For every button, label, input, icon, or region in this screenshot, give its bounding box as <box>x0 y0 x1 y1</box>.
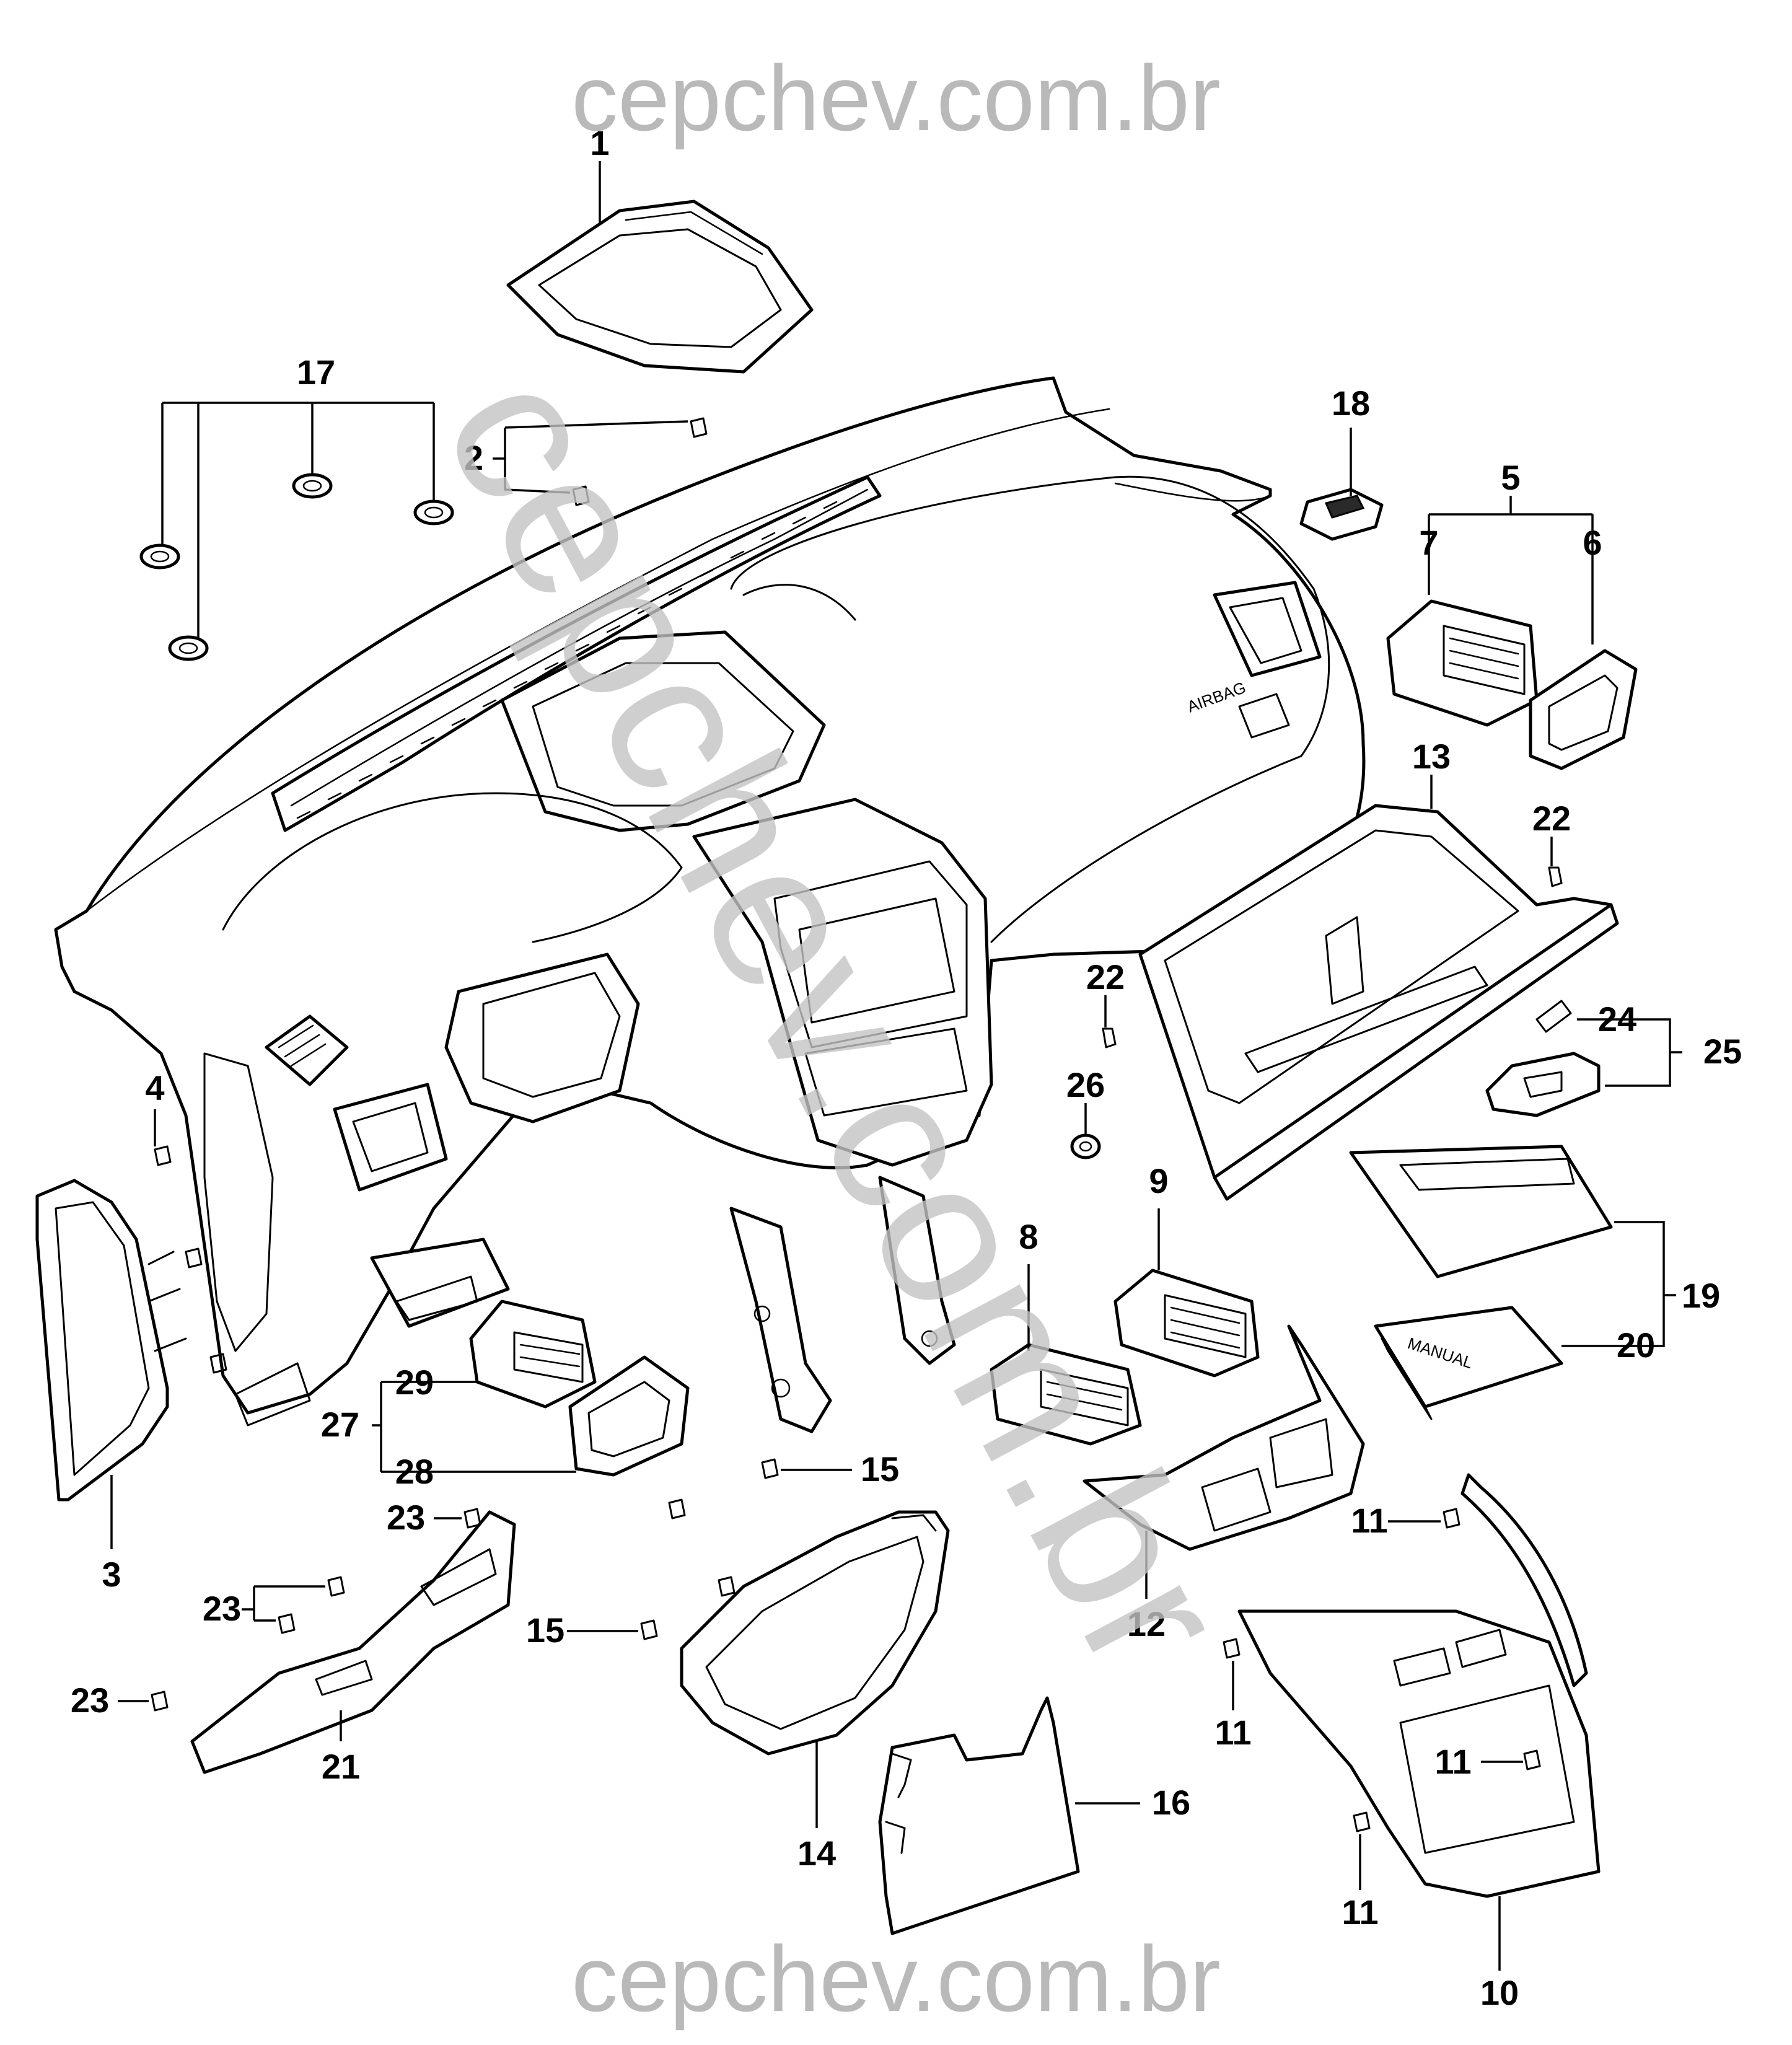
callout-2: 2 <box>464 420 688 494</box>
callout-17: 17 <box>161 353 435 638</box>
callout-18-label: 18 <box>1332 384 1370 423</box>
part-22-screws <box>1102 866 1563 1049</box>
watermark-bottom: cepchev.com.br <box>571 1927 1221 2031</box>
callout-5-label: 5 <box>1501 458 1520 497</box>
callout-27-label: 27 <box>321 1405 359 1444</box>
callout-14: 14 <box>797 1741 836 1873</box>
callout-11c: 11 <box>1434 1742 1523 1781</box>
callout-11d-label: 11 <box>1342 1893 1378 1932</box>
callout-9: 9 <box>1149 1161 1169 1270</box>
callout-26-label: 26 <box>1066 1065 1105 1104</box>
part-main-instrument-panel: AIRBAG <box>54 376 1366 1433</box>
callout-12: 12 <box>1127 1531 1166 1643</box>
watermark-top: cepchev.com.br <box>571 46 1221 150</box>
part-3-end-cap <box>35 1179 187 1502</box>
callout-10-label: 10 <box>1480 1973 1519 2012</box>
callout-22a-label: 22 <box>1532 799 1571 838</box>
part-29-air-vent <box>469 1300 597 1409</box>
part-14-column-trim <box>680 1510 950 1756</box>
part-16-lower-trim <box>878 1696 1080 1935</box>
part-1-defroster-bezel <box>506 200 814 374</box>
callout-26: 26 <box>1066 1065 1105 1134</box>
callout-2-label: 2 <box>464 438 483 477</box>
callout-1: 1 <box>590 123 610 223</box>
callout-27: 27 29 28 <box>321 1363 576 1491</box>
callout-9-label: 9 <box>1149 1161 1168 1200</box>
part-11-clips <box>1223 1508 1541 1832</box>
callout-21-label: 21 <box>322 1747 360 1786</box>
callout-8-label: 8 <box>1019 1217 1038 1256</box>
part-2-clips <box>572 417 708 506</box>
part-12-center-vent-bezel <box>1083 1324 1365 1551</box>
part-21-knee-bolster <box>190 1510 516 1774</box>
callout-13-label: 13 <box>1412 737 1451 776</box>
callout-14-label: 14 <box>797 1834 836 1873</box>
callout-15b: 15 <box>526 1611 638 1650</box>
callout-1-label: 1 <box>590 123 609 162</box>
callout-11c-label: 11 <box>1434 1742 1471 1781</box>
callout-11d: 11 <box>1342 1834 1379 1932</box>
callout-28-label: 28 <box>395 1452 434 1491</box>
callout-23b-label: 23 <box>203 1589 241 1628</box>
callout-11b-label: 11 <box>1214 1713 1251 1752</box>
callout-21: 21 <box>322 1710 360 1786</box>
part-19-envelope <box>1349 1145 1613 1278</box>
callout-11b: 11 <box>1214 1661 1252 1752</box>
callout-4: 4 <box>145 1068 165 1146</box>
callout-22a: 22 <box>1532 799 1571 866</box>
part-9-air-vent <box>1113 1269 1260 1378</box>
part-6-vent-bezel <box>1529 649 1638 770</box>
part-7-air-vent <box>1386 599 1539 727</box>
callout-3-label: 3 <box>102 1555 121 1594</box>
callout-22b-label: 22 <box>1086 957 1125 996</box>
callout-15a-label: 15 <box>861 1449 899 1489</box>
callout-10: 10 <box>1480 1896 1519 2012</box>
callout-29-label: 29 <box>395 1363 434 1402</box>
callout-11a: 11 <box>1351 1501 1441 1540</box>
part-18-switch <box>1299 488 1384 541</box>
callout-12-label: 12 <box>1127 1604 1166 1643</box>
callout-13: 13 <box>1412 737 1451 809</box>
callout-18: 18 <box>1332 384 1370 496</box>
part-13-glove-box <box>1138 804 1619 1201</box>
callout-4-label: 4 <box>145 1068 164 1107</box>
callout-22b: 22 <box>1086 957 1125 1027</box>
callout-24-label: 24 <box>1598 1000 1636 1039</box>
callout-7-label: 7 <box>1419 523 1438 562</box>
part-26-fastener <box>1070 1133 1101 1159</box>
callout-8: 8 <box>1019 1217 1039 1351</box>
part-20-manual: MANUAL <box>1374 1306 1563 1420</box>
part-17-grommets <box>139 473 454 661</box>
callout-23c-label: 23 <box>71 1681 109 1720</box>
callout-20-label: 20 <box>1617 1326 1655 1365</box>
callout-19: 19 20 <box>1561 1221 1720 1365</box>
callout-5: 5 7 6 <box>1419 458 1602 644</box>
callout-25: 24 25 <box>1577 1000 1742 1087</box>
part-24-bulb <box>1535 1000 1572 1033</box>
part-15-clips <box>640 1458 779 1640</box>
callout-19-label: 19 <box>1682 1276 1720 1315</box>
callout-3: 3 <box>102 1475 121 1594</box>
callout-15b-label: 15 <box>526 1611 564 1650</box>
callout-16: 16 <box>1075 1783 1190 1822</box>
callout-25-label: 25 <box>1703 1032 1742 1071</box>
callout-16-label: 16 <box>1152 1783 1190 1822</box>
part-10-console-bezel <box>1237 1473 1601 1898</box>
callout-17-label: 17 <box>297 353 335 392</box>
part-4-clip <box>154 1145 227 1374</box>
part-25-lamp-housing <box>1485 1052 1601 1117</box>
part-28-vent-bezel <box>568 1355 690 1477</box>
callout-23a: 23 <box>387 1498 462 1537</box>
callout-15a: 15 <box>781 1449 899 1489</box>
callout-11a-label: 11 <box>1351 1501 1387 1540</box>
callout-23c: 23 <box>71 1681 149 1720</box>
callout-23b: 23 <box>203 1585 325 1628</box>
callout-23a-label: 23 <box>387 1498 425 1537</box>
callout-6-label: 6 <box>1583 523 1602 562</box>
